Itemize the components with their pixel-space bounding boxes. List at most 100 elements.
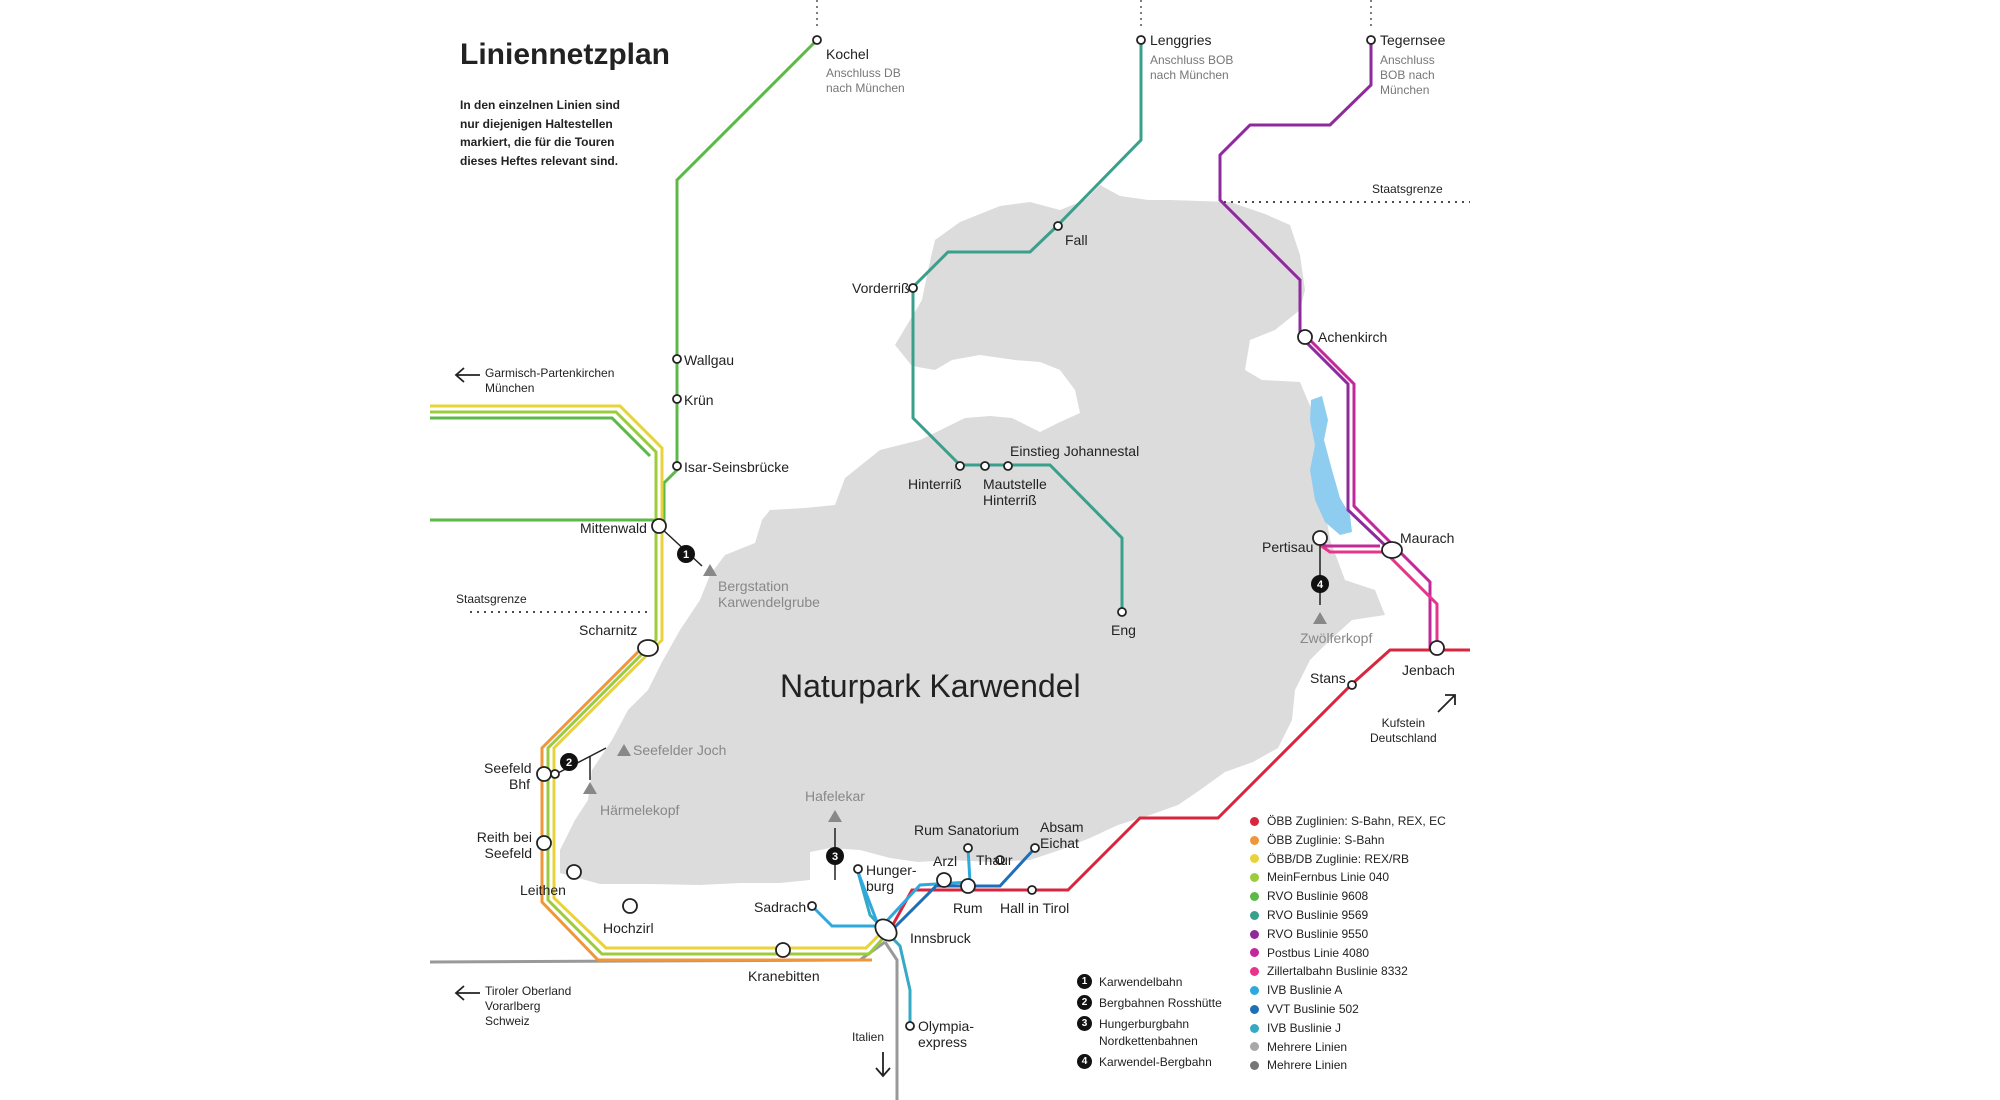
label-stans: Stans (1310, 670, 1346, 686)
station-eng (1117, 607, 1127, 617)
line-hungerburg (856, 871, 882, 931)
station-innsbruck (874, 918, 898, 942)
station-hall (1027, 885, 1037, 895)
peak-haermelekopf-icon (583, 782, 597, 794)
legend-color-dot (1250, 854, 1259, 864)
label-sadrach: Sadrach (754, 899, 807, 915)
line-meinfernbus-040 (430, 410, 887, 956)
legend-color-dot (1250, 816, 1259, 826)
legend-label: IVB Buslinie J (1267, 1020, 1342, 1035)
legend-label: ÖBB Zuglinie: S-Bahn (1267, 832, 1385, 847)
label-rum: Rum (953, 900, 983, 916)
peak-hafelekar-icon (828, 810, 842, 822)
station-jenbach (1429, 640, 1445, 656)
label-hinterriss: Hinterriß (908, 476, 962, 492)
station-arzl (936, 872, 952, 888)
station-rum-sanatorium (963, 843, 973, 853)
label-achenkirch: Achenkirch (1318, 329, 1388, 345)
cable-marker-2: 2 (560, 753, 578, 771)
station-tegernsee (1366, 35, 1376, 45)
svg-text:2: 2 (566, 757, 572, 769)
cable-marker-3: 3 (826, 847, 844, 865)
label-leithen: Leithen (520, 882, 566, 898)
label-einstieg: Einstieg Johannestal (1010, 443, 1140, 459)
label-fall: Fall (1065, 232, 1088, 248)
station-leithen (566, 864, 582, 880)
label-jenbach: Jenbach (1402, 662, 1455, 678)
legend-color-dot (1250, 929, 1259, 939)
legend-color-dot (1250, 1061, 1259, 1071)
legend-label: Mehrere Linien (1267, 1039, 1348, 1054)
station-kranebitten (775, 942, 791, 958)
label-mittenwald: Mittenwald (580, 520, 647, 536)
border-label-east: Staatsgrenze (1372, 182, 1443, 196)
legend-color-dot (1250, 986, 1259, 996)
line-rvo-9608 (430, 38, 819, 522)
line-legend-item: MeinFernbus Linie 040 (1250, 868, 1446, 887)
label-hungerburg: Hunger-burg (866, 862, 917, 894)
label-isar: Isar-Seinsbrücke (684, 459, 790, 475)
station-vorderriss (908, 283, 918, 293)
label-olympia: Olympia-express (918, 1018, 975, 1050)
arrow-east-icon (1437, 694, 1456, 713)
park-area (560, 185, 1385, 885)
legend-label: ÖBB/DB Zuglinie: REX/RB (1267, 851, 1410, 866)
station-seefeld-small (550, 769, 560, 779)
label-haermelekopf: Härmelekopf (600, 802, 680, 818)
legend-label: Zillertalbahn Buslinie 8332 (1267, 964, 1408, 979)
station-hochzirl (622, 898, 638, 914)
station-achenkirch (1297, 329, 1313, 345)
label-vorderriss: Vorderriß (852, 280, 910, 296)
station-mautstelle (980, 461, 990, 471)
line-legend-item: ÖBB/DB Zuglinie: REX/RB (1250, 850, 1446, 869)
line-grey-south (883, 941, 899, 1100)
legend-label: RVO Buslinie 9550 (1267, 926, 1369, 941)
legend-color-dot (1250, 948, 1259, 958)
legend-label: VVT Buslinie 502 (1267, 1001, 1359, 1016)
label-eng: Eng (1111, 622, 1136, 638)
station-scharnitz (637, 639, 659, 657)
border-label-west: Staatsgrenze (456, 592, 527, 606)
label-pertisau: Pertisau (1262, 539, 1314, 555)
peak-seefelder-joch-icon (617, 744, 631, 756)
arrow-west-north-icon (454, 367, 480, 383)
intro-text: In den einzelnen Linien sind nur diejeni… (460, 98, 621, 168)
station-reith (536, 835, 552, 851)
peak-zwoelferkopf-icon (1313, 612, 1327, 624)
line-legend-item: Mehrere Linien (1250, 1038, 1446, 1057)
station-absam (1030, 843, 1040, 853)
station-fall (1053, 221, 1063, 231)
line-legend-item: RVO Buslinie 9550 (1250, 925, 1446, 944)
legend-color-dot (1250, 1042, 1259, 1052)
page-title: Liniennetzplan (460, 38, 670, 71)
label-innsbruck: Innsbruck (910, 930, 971, 946)
legend-color-dot (1250, 910, 1259, 920)
station-thaur (995, 855, 1005, 865)
label-kranebitten: Kranebitten (748, 968, 820, 984)
station-hinterriss (955, 461, 965, 471)
line-legend-item: Mehrere Linien (1250, 1056, 1446, 1075)
cable-marker-4: 4 (1311, 575, 1329, 593)
legend-label: IVB Buslinie A (1267, 983, 1343, 998)
line-sbahn-orange (540, 648, 872, 962)
station-stans (1347, 680, 1357, 690)
label-hafelekar: Hafelekar (805, 788, 865, 804)
line-legend-item: RVO Buslinie 9608 (1250, 887, 1446, 906)
station-sadrach (807, 901, 817, 911)
line-ivb-j (856, 871, 912, 1030)
line-obb-red (888, 648, 1470, 931)
label-maurach: Maurach (1400, 530, 1455, 546)
line-legend-item: ÖBB Zuglinien: S-Bahn, REX, EC (1250, 812, 1446, 831)
legend-label: MeinFernbus Linie 040 (1267, 870, 1390, 885)
